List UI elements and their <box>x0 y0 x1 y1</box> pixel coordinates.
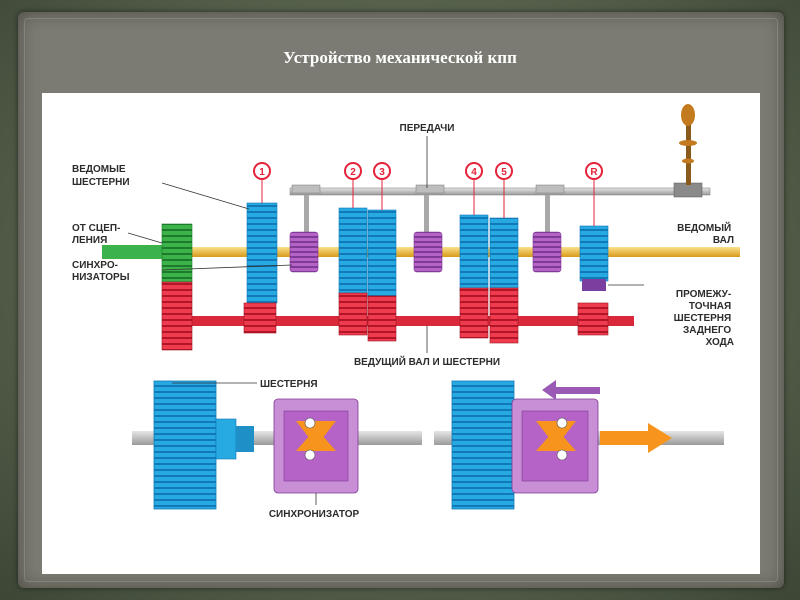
torque-direction-arrow <box>600 423 672 453</box>
label-from-clutch: ОТ СЦЕП- ЛЕНИЯ <box>72 223 123 246</box>
gearbox-diagram: 1 2 3 4 5 R ВЕДОМЫЕ ШЕСТЕРНИ ОТ СЦЕП- ЛЕ… <box>72 104 740 520</box>
gear-number-1: 1 <box>259 167 265 178</box>
input-drive-gear <box>161 281 193 351</box>
detail-engaged <box>434 380 724 510</box>
clutch-gear <box>161 223 193 283</box>
reverse-idler-gear <box>582 279 606 291</box>
drive-gear-r <box>577 302 609 336</box>
gear-number-5: 5 <box>501 167 507 178</box>
label-drive-shaft: ВЕДУЩИЙ ВАЛ И ШЕСТЕРНИ <box>354 355 500 368</box>
synchronizer-3-4 <box>413 231 443 273</box>
drive-gear-5 <box>489 287 519 344</box>
gear-number-markers <box>253 162 603 226</box>
shift-direction-arrow <box>542 380 600 400</box>
gear-number-r: R <box>590 167 598 178</box>
drive-gear-3 <box>367 295 397 342</box>
synchronizer-5-r <box>532 231 562 273</box>
driven-gear-2 <box>338 207 368 299</box>
gear-lever <box>673 104 703 198</box>
gear-number-2: 2 <box>350 167 356 178</box>
selector-rail <box>289 184 711 235</box>
drive-shaft <box>174 316 634 326</box>
label-gear: ШЕСТЕРНЯ <box>260 379 318 390</box>
synchronizer-1-2 <box>289 231 319 273</box>
leader-lines <box>127 136 644 353</box>
driven-gear-5 <box>489 217 519 289</box>
drive-gear-1 <box>243 302 277 334</box>
label-reverse-idler: ПРОМЕЖУ- ТОЧНАЯ ШЕСТЕРНЯ ЗАДНЕГО ХОДА <box>674 289 734 348</box>
driven-gear-1 <box>246 202 278 304</box>
driven-shaft <box>162 247 740 257</box>
drive-gear-2 <box>338 292 368 336</box>
label-driven-gears: ВЕДОМЫЕ ШЕСТЕРНИ <box>72 164 130 188</box>
label-driven-shaft: ВЕДОМЫЙ ВАЛ <box>677 221 734 246</box>
driven-gear-4 <box>459 214 489 292</box>
gear-number-3: 3 <box>379 167 385 178</box>
slide-title: Устройство механической кпп <box>283 48 517 67</box>
driven-gear-3 <box>367 209 397 297</box>
gear-number-4: 4 <box>471 167 477 178</box>
label-gears: ПЕРЕДАЧИ <box>400 123 455 134</box>
driven-gear-r <box>579 225 609 282</box>
label-synchronizers: СИНХРО- НИЗАТОРЫ <box>72 260 130 283</box>
drive-gear-4 <box>459 287 489 339</box>
label-synchronizer: СИНХРОНИЗАТОР <box>269 509 360 520</box>
detail-disengaged <box>132 380 422 510</box>
